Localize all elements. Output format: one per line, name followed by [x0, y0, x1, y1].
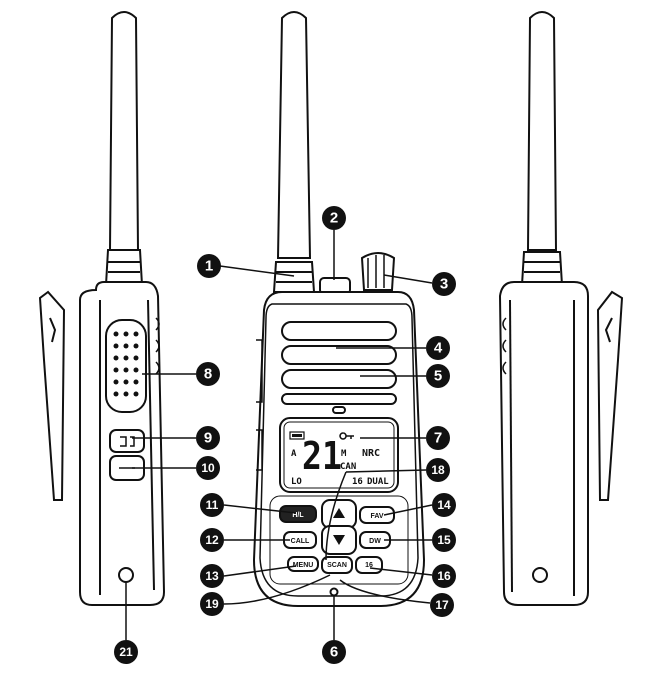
- h-l-label: H/L: [292, 512, 304, 519]
- callout-14: 14: [432, 493, 456, 517]
- svg-text:12: 12: [205, 533, 219, 547]
- svg-text:17: 17: [435, 598, 449, 612]
- callout-6: 6: [322, 640, 346, 664]
- lcd-content: A 21 M NRC CAN LO 16 DUAL: [289, 431, 389, 487]
- scan-label: SCAN: [327, 562, 347, 569]
- right-body: [498, 281, 589, 606]
- lcd-channel: 21: [302, 434, 342, 478]
- fav-key: [359, 506, 395, 524]
- svg-text:21: 21: [119, 645, 133, 659]
- svg-text:16: 16: [437, 569, 451, 583]
- down-arrow-icon: [333, 535, 345, 545]
- battery-icon: [289, 431, 305, 440]
- callout-9: 9: [196, 426, 220, 450]
- h-l-key: [279, 505, 317, 523]
- callout-16: 16: [432, 564, 456, 588]
- lcd-power: LO: [291, 477, 302, 487]
- menu-key: [287, 556, 319, 572]
- callout-18: 18: [426, 458, 450, 482]
- front-view: [252, 11, 426, 607]
- lcd-step: 16: [352, 477, 363, 487]
- speaker-slots: [281, 321, 397, 405]
- volume-knob: [360, 252, 396, 291]
- lcd-indicator-m: M: [341, 449, 347, 459]
- callout-3: 3: [432, 272, 456, 296]
- lcd-indicator-a: A: [291, 449, 297, 459]
- svg-text:15: 15: [437, 533, 451, 547]
- svg-text:7: 7: [434, 430, 442, 447]
- callout-12: 12: [200, 528, 224, 552]
- svg-text:6: 6: [330, 644, 338, 661]
- svg-text:18: 18: [431, 463, 445, 477]
- callout-13: 13: [200, 564, 224, 588]
- svg-text:3: 3: [440, 276, 448, 293]
- left-side-view: [38, 11, 166, 606]
- svg-text:8: 8: [204, 366, 212, 383]
- menu-label: MENU: [293, 562, 314, 569]
- lcd-mode: CAN: [340, 462, 356, 472]
- key-icon: [339, 432, 354, 440]
- svg-text:19: 19: [205, 597, 219, 611]
- callout-21: 21: [114, 640, 138, 664]
- callout-15: 15: [432, 528, 456, 552]
- left-speaker-holes: [113, 331, 139, 397]
- left-antenna: [108, 11, 140, 251]
- svg-text:14: 14: [437, 498, 451, 512]
- callout-19: 19: [200, 592, 224, 616]
- callout-17: 17: [430, 593, 454, 617]
- side-button-9: [109, 429, 145, 453]
- callout-4: 4: [426, 336, 450, 360]
- scan-key: [321, 556, 353, 574]
- svg-text:1: 1: [205, 258, 213, 275]
- button-labels: H/L FAV CALL DW MENU SCAN 16: [291, 512, 384, 569]
- callout-1: 1: [197, 254, 221, 278]
- bottom-mic-hole: [329, 587, 339, 597]
- call-label: CALL: [291, 538, 310, 545]
- lcd-region: NRC: [362, 448, 380, 459]
- callout-8: 8: [196, 362, 220, 386]
- right-side-view: [498, 11, 624, 606]
- svg-text:9: 9: [204, 430, 212, 447]
- sixteen-label: 16: [365, 562, 373, 569]
- left-belt-clip: [38, 290, 66, 501]
- svg-text:4: 4: [434, 340, 443, 357]
- leader-lines: [125, 230, 433, 640]
- callouts: 1 2 3 4 5 6 7 8 9 10 11 12 13 14 15 16 1…: [114, 206, 456, 664]
- svg-text:10: 10: [201, 461, 215, 475]
- svg-text:13: 13: [205, 569, 219, 583]
- callout-10: 10: [196, 456, 220, 480]
- lanyard-hole: [118, 567, 134, 583]
- front-antenna: [276, 11, 312, 259]
- callout-7: 7: [426, 426, 450, 450]
- fav-label: FAV: [370, 513, 383, 520]
- right-belt-clip: [596, 290, 624, 501]
- callout-2: 2: [322, 206, 346, 230]
- lcd-dual: DUAL: [367, 477, 389, 487]
- left-speaker-grille: [105, 319, 147, 413]
- svg-text:11: 11: [206, 498, 219, 512]
- right-antenna: [526, 11, 558, 251]
- dw-label: DW: [369, 538, 381, 545]
- svg-text:5: 5: [434, 368, 442, 385]
- up-arrow-icon: [333, 508, 345, 518]
- callout-5: 5: [426, 364, 450, 388]
- callout-11: 11: [200, 493, 224, 517]
- svg-text:2: 2: [330, 210, 338, 227]
